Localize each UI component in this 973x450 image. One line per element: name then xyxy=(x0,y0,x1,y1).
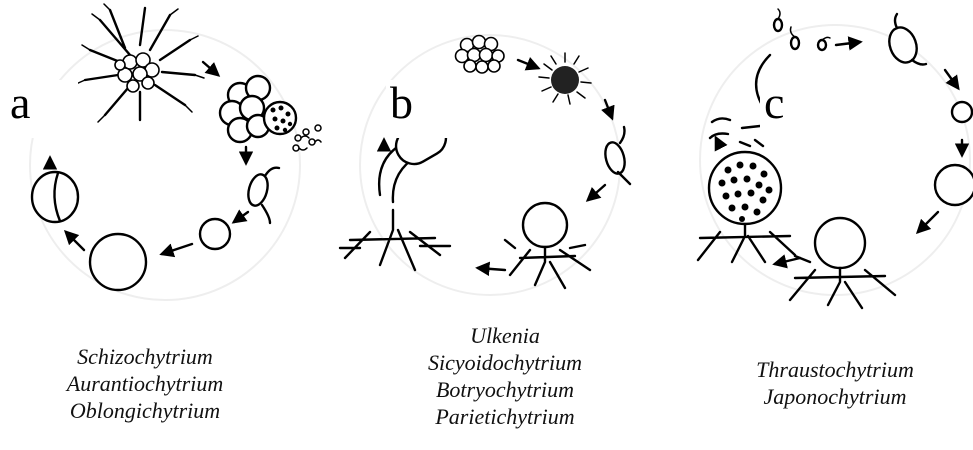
panel-b-label: b xyxy=(386,80,452,138)
panel-c-sporangium xyxy=(698,152,795,262)
panel-a-small-cell xyxy=(200,219,230,249)
panel-c-life-cycle xyxy=(698,9,973,308)
genus-name: Japonochytrium xyxy=(710,383,960,410)
panel-c-medium-cell xyxy=(935,165,973,205)
genus-name: Aurantiochytrium xyxy=(20,370,270,397)
genus-name: Oblongichytrium xyxy=(20,397,270,424)
genus-name: Sicyoidochytrium xyxy=(370,349,640,376)
panel-a-genus-list: Schizochytrium Aurantiochytrium Oblongic… xyxy=(20,343,270,424)
panel-a-background-ring xyxy=(30,30,300,300)
genus-name: Botryochytrium xyxy=(370,376,640,403)
panel-a-large-cell xyxy=(90,234,146,290)
panel-b-genus-list: Ulkenia Sicyoidochytrium Botryochytrium … xyxy=(370,322,640,430)
genus-name: Thraustochytrium xyxy=(710,356,960,383)
panel-a-sporangium xyxy=(220,76,321,151)
genus-name: Schizochytrium xyxy=(20,343,270,370)
panel-c-label: c xyxy=(760,80,846,138)
panel-b-background-ring xyxy=(360,35,620,295)
panel-c-genus-list: Thraustochytrium Japonochytrium xyxy=(710,356,960,410)
genus-name: Ulkenia xyxy=(370,322,640,349)
panel-b-life-cycle xyxy=(340,36,630,289)
panel-c-small-cell xyxy=(952,102,972,122)
panel-c-zoospore xyxy=(885,14,926,66)
panel-b-rhizoid-cell xyxy=(505,203,590,288)
panel-a-dividing-cell xyxy=(32,172,78,222)
panel-b-zoospore-mass xyxy=(539,53,591,104)
panel-a-zoospore xyxy=(245,168,279,223)
panel-a-cluster-with-rhizoids xyxy=(76,4,204,122)
panel-b-cell-cluster xyxy=(456,36,505,74)
panel-a-label: a xyxy=(6,80,78,138)
genus-name: Parietichytrium xyxy=(370,403,640,430)
panel-a-life-cycle xyxy=(32,4,321,290)
